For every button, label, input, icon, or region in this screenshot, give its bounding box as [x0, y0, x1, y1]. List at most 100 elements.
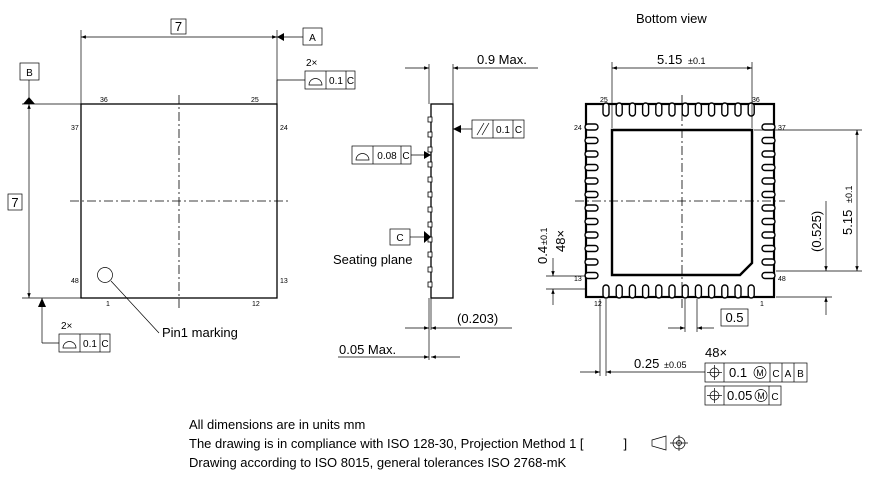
datum-a-box: [302, 27, 323, 46]
bottom-profile-count: 2×: [61, 321, 73, 332]
side-view: 0.9 Max. 0.1 C 0.08 C C Seating plane (0…: [333, 52, 538, 360]
bottom-pad-left: [584, 136, 599, 145]
side-pads: [427, 116, 433, 288]
edge-dimension: (0.525): [809, 211, 824, 252]
bottom-height-tolerance: ±0.1: [844, 186, 854, 203]
pin-label-12: 12: [252, 301, 260, 308]
top-profile-tolerance: 0.1: [329, 76, 343, 87]
bottom-pin-label-13: 13: [574, 276, 582, 283]
standoff-max: 0.05 Max.: [339, 342, 396, 357]
standoff-dimension: (0.203): [457, 311, 498, 326]
surface-profile-icon: [62, 341, 77, 349]
bottom-pad-left: [584, 258, 599, 266]
fcf-row-2-modifier: M: [757, 391, 765, 401]
bottom-pad-top: [747, 102, 755, 117]
bottom-profile-ref: C: [101, 339, 108, 350]
side-pad: [427, 221, 433, 228]
pitch-value: 0.5: [725, 310, 743, 325]
bottom-pad-right: [761, 271, 776, 280]
bottom-pad-right: [761, 244, 776, 253]
bottom-pad-bottom: [655, 284, 663, 299]
fcf-row-2-tolerance: 0.05: [727, 388, 752, 403]
mmc-modifier-circle: [754, 389, 768, 402]
pin-label-37: 37: [71, 125, 79, 132]
side-profile-tolerance: 0.08: [377, 151, 397, 162]
pitch-frame: [720, 308, 749, 327]
pin-label-13: 13: [280, 278, 288, 285]
top-view: 7 A 2× 0.1 C B 7 36 25 37 24 48 13 1: [7, 18, 356, 353]
note-iso-128-text: The drawing is in compliance with ISO 12…: [189, 436, 584, 451]
bottom-pad-top: [615, 102, 623, 117]
bottom-pad-right: [761, 217, 776, 226]
note-iso-128-end: ]: [623, 436, 628, 451]
parallelism-icon: [476, 122, 485, 136]
side-pad: [427, 206, 433, 213]
fcf-row-2: [704, 385, 782, 406]
fcf-row-2-ref: C: [771, 392, 778, 403]
bottom-pad-top: [734, 102, 742, 117]
bottom-pad-left: [584, 204, 599, 212]
pad-length-tolerance: ±0.1: [539, 228, 549, 245]
bottom-pad-right: [761, 231, 776, 239]
bottom-pad-top: [641, 102, 650, 117]
bottom-pad-left: [584, 123, 599, 131]
side-view-body: [430, 103, 454, 299]
drawing-notes: All dimensions are in units mm The drawi…: [189, 415, 627, 472]
fcf-row-1-tolerance: 0.1: [729, 365, 747, 380]
projection-method-icon: [651, 435, 688, 451]
note-units: All dimensions are in units mm: [189, 417, 366, 432]
pin1-marking-label: Pin1 marking: [162, 325, 238, 340]
pin-label-25: 25: [251, 97, 259, 104]
pin-label-48: 48: [71, 278, 79, 285]
parallelism-frame: [471, 119, 525, 139]
bottom-profile-tolerance: 0.1: [83, 339, 97, 350]
datum-b-label: B: [26, 68, 33, 79]
side-pad: [427, 176, 433, 183]
side-pad: [427, 251, 433, 258]
bottom-pad-top: [694, 102, 703, 117]
side-max-height: 0.9 Max.: [477, 52, 527, 67]
bottom-pad-left: [584, 150, 599, 158]
pad-count: 48×: [553, 230, 568, 252]
fcf-row-1-ref-1: C: [772, 369, 779, 380]
bottom-pad-top: [655, 102, 663, 117]
bottom-pad-right: [761, 258, 776, 266]
bottom-pin-label-36: 36: [752, 97, 760, 104]
bottom-pad-top: [707, 102, 716, 117]
fcf-row-1-ref-3: B: [797, 369, 804, 380]
bottom-profile-frame: [58, 333, 111, 353]
top-profile-count: 2×: [306, 58, 318, 69]
bottom-pad-left: [584, 177, 599, 185]
bottom-pad-right: [761, 204, 776, 212]
parallelism-ref: C: [515, 125, 522, 136]
bottom-pad-bottom: [721, 284, 729, 299]
top-height-value: 7: [11, 195, 18, 210]
bottom-pads: [584, 102, 776, 299]
bottom-pin-label-1: 1: [760, 301, 764, 308]
side-profile-ref: C: [402, 151, 409, 162]
note-iso-128: The drawing is in compliance with ISO 12…: [189, 434, 627, 453]
datum-a-label: A: [309, 33, 316, 44]
bottom-pin-label-37: 37: [778, 125, 786, 132]
side-pad: [427, 161, 433, 168]
bottom-pad-bottom: [707, 284, 716, 299]
bottom-view-title: Bottom view: [636, 11, 707, 26]
pin-label-24: 24: [280, 125, 288, 132]
bottom-pad-top: [628, 102, 637, 117]
pad-width-value: 0.25: [634, 356, 659, 371]
fcf-count: 48×: [705, 345, 727, 360]
surface-profile-icon: [308, 78, 323, 86]
bottom-pad-left: [584, 271, 599, 280]
bottom-pin-label-12: 12: [594, 301, 602, 308]
bottom-pin-label-25: 25: [600, 97, 608, 104]
bottom-pad-bottom: [681, 284, 689, 299]
side-pad: [427, 146, 433, 153]
top-profile-ref: C: [347, 76, 354, 87]
bottom-pad-right: [761, 190, 776, 199]
bottom-pad-bottom: [668, 284, 676, 299]
mmc-modifier-circle: [753, 366, 767, 379]
pin1-marking-circle: [97, 267, 113, 283]
side-pad: [427, 281, 433, 288]
